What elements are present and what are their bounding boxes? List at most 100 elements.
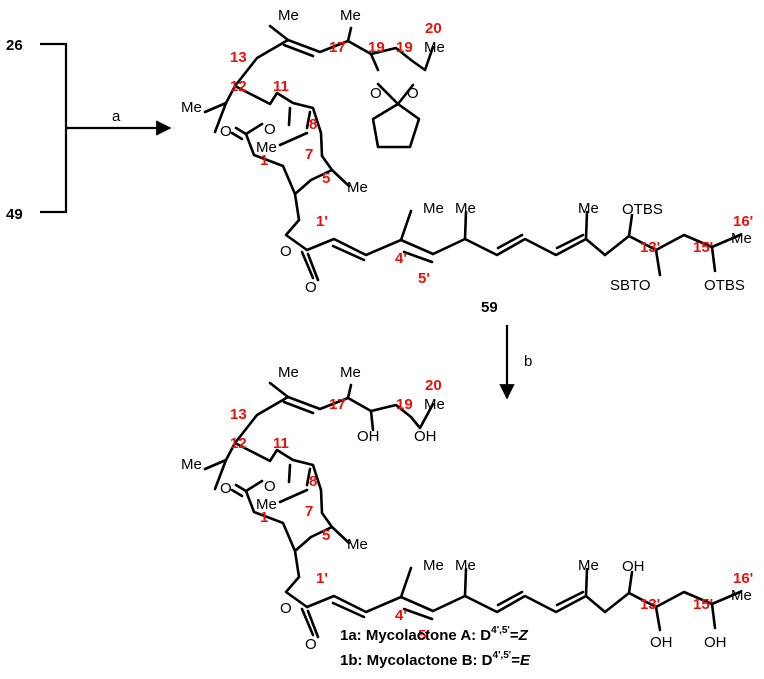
methyl-label: Me: [256, 496, 277, 513]
c17-number: 17: [329, 396, 346, 413]
macrocycle-bonds-upper: [213, 381, 290, 491]
hydroxyl-label: OH: [357, 428, 380, 445]
c1-number: 1: [260, 509, 268, 526]
c13-number: 13: [230, 406, 247, 423]
c5-number: 5: [322, 170, 330, 187]
oxygen-label: O: [370, 85, 382, 102]
macrocycle-bonds-upper: [213, 24, 290, 134]
c4p-number: 4': [395, 607, 407, 624]
c7-number: 7: [305, 503, 313, 520]
reactant-26: 26: [6, 37, 23, 54]
methyl-label: Me: [424, 39, 445, 56]
c20-number: 20: [425, 20, 442, 37]
c5p-number: 5': [418, 270, 430, 287]
polyene-c1p-c5p: [305, 209, 435, 264]
oxygen-label: O: [280, 600, 292, 617]
c1-number: 1: [260, 152, 268, 169]
c12-methyl-bond: [203, 101, 228, 114]
hydroxyl-label: OH: [414, 428, 437, 445]
polyene-c6p-c11p: [431, 210, 607, 257]
oxygen-label: O: [305, 636, 317, 653]
c5p-number: 5': [418, 627, 430, 644]
methyl-label: Me: [278, 7, 299, 24]
oxygen-label: O: [407, 85, 419, 102]
c11-number: 11: [273, 78, 289, 95]
compound-59-structure: [203, 24, 742, 282]
c17-number: 17: [329, 39, 346, 56]
methyl-label: Me: [455, 557, 476, 574]
methyl-label: Me: [455, 200, 476, 217]
c19-number: 19: [396, 396, 413, 413]
product-1b-caption: 1b: Mycolactone B: D4',5'=E: [340, 650, 531, 669]
c12-number: 12: [230, 435, 247, 452]
methyl-label: Me: [424, 396, 445, 413]
c15p-number: 15': [693, 239, 713, 256]
methyl-label: Me: [731, 587, 752, 604]
oxygen-label: O: [220, 480, 232, 497]
methyl-label: Me: [347, 179, 368, 196]
oxygen-label: O: [305, 279, 317, 296]
c16p-number: 16': [733, 213, 753, 230]
c12-number: 12: [230, 78, 247, 95]
side-chain-c12p-c16p: [603, 213, 742, 277]
oxygen-label: O: [264, 478, 276, 495]
mycolactone-atom-labels: Me Me Me Me Me Me Me Me Me Me OH OH O O …: [181, 364, 752, 653]
c14-double-bond-inner: [282, 400, 315, 415]
mycolactone-numbering: 20 19 17 13 12 11 8 1 7 5 1' 4' 5' 13' 1…: [230, 377, 753, 644]
ester-bonds: [284, 575, 320, 639]
c13-number: 13: [230, 49, 247, 66]
polyene-c6p-c11p: [431, 567, 607, 614]
step-b-label: b: [524, 353, 532, 370]
ester-bonds: [284, 218, 320, 282]
c9-c8-double-bond: [287, 106, 312, 130]
c19-number: 19: [368, 39, 385, 56]
c19-number-alt: 19: [396, 39, 413, 56]
c17-c19-bonds: [369, 45, 435, 72]
methyl-label: Me: [578, 557, 599, 574]
c14-double-bond-inner: [282, 43, 315, 58]
lactone-chain-bonds: [244, 489, 297, 553]
c8-number: 8: [309, 473, 317, 490]
c4p-number: 4': [395, 250, 407, 267]
c12-methyl-bond: [203, 458, 228, 471]
c20-number: 20: [425, 377, 442, 394]
methyl-label: Me: [181, 456, 202, 473]
c8-methyl-bond: [278, 131, 309, 147]
hydroxyl-label: OH: [650, 634, 673, 651]
reactant-49: 49: [6, 206, 23, 223]
cyclopentane-ring: [371, 102, 421, 149]
methyl-label: Me: [731, 230, 752, 247]
compound-59-numbering: 20 19 19 17 13 12 11 8 1 7 5 1' 4' 5' 13…: [230, 20, 753, 287]
sbto-label: SBTO: [610, 277, 651, 294]
hydroxyl-label: OH: [704, 634, 727, 651]
methyl-label: Me: [578, 200, 599, 217]
otbs-label: OTBS: [622, 201, 663, 218]
c8-methyl-bond: [278, 488, 309, 504]
lactone-chain-bonds: [244, 132, 297, 196]
c9-c8-double-bond: [287, 463, 312, 487]
macrocycle-bonds-c11-c8: [233, 441, 324, 515]
methyl-label: Me: [256, 139, 277, 156]
side-chain-c12p-c16p: [603, 570, 742, 632]
methyl-label: Me: [347, 536, 368, 553]
lactone-o-bond: [244, 479, 264, 493]
step-a-label: a: [112, 108, 121, 125]
methyl-label: Me: [423, 200, 444, 217]
methyl-label: Me: [340, 364, 361, 381]
macrocycle-bonds-c11-c8: [233, 84, 324, 158]
otbs-label: OTBS: [704, 277, 745, 294]
c8-number: 8: [309, 116, 317, 133]
compound-59-atom-labels: Me Me Me Me Me Me Me Me Me Me O O O O O …: [181, 7, 752, 296]
c7-c5-bonds: [293, 511, 351, 579]
product-1a-caption: 1a: Mycolactone A: D4',5'=Z: [340, 625, 529, 644]
polyene-c1p-c5p: [305, 566, 435, 621]
lactone-o-bond: [244, 122, 264, 136]
oxygen-label: O: [264, 121, 276, 138]
oxygen-label: O: [220, 123, 232, 140]
convergence-arrow: [40, 42, 170, 214]
c16p-number: 16': [733, 570, 753, 587]
compound-59-label: 59: [481, 299, 498, 316]
c1p-number: 1': [316, 570, 328, 587]
lactone-carbonyl: [230, 126, 248, 141]
